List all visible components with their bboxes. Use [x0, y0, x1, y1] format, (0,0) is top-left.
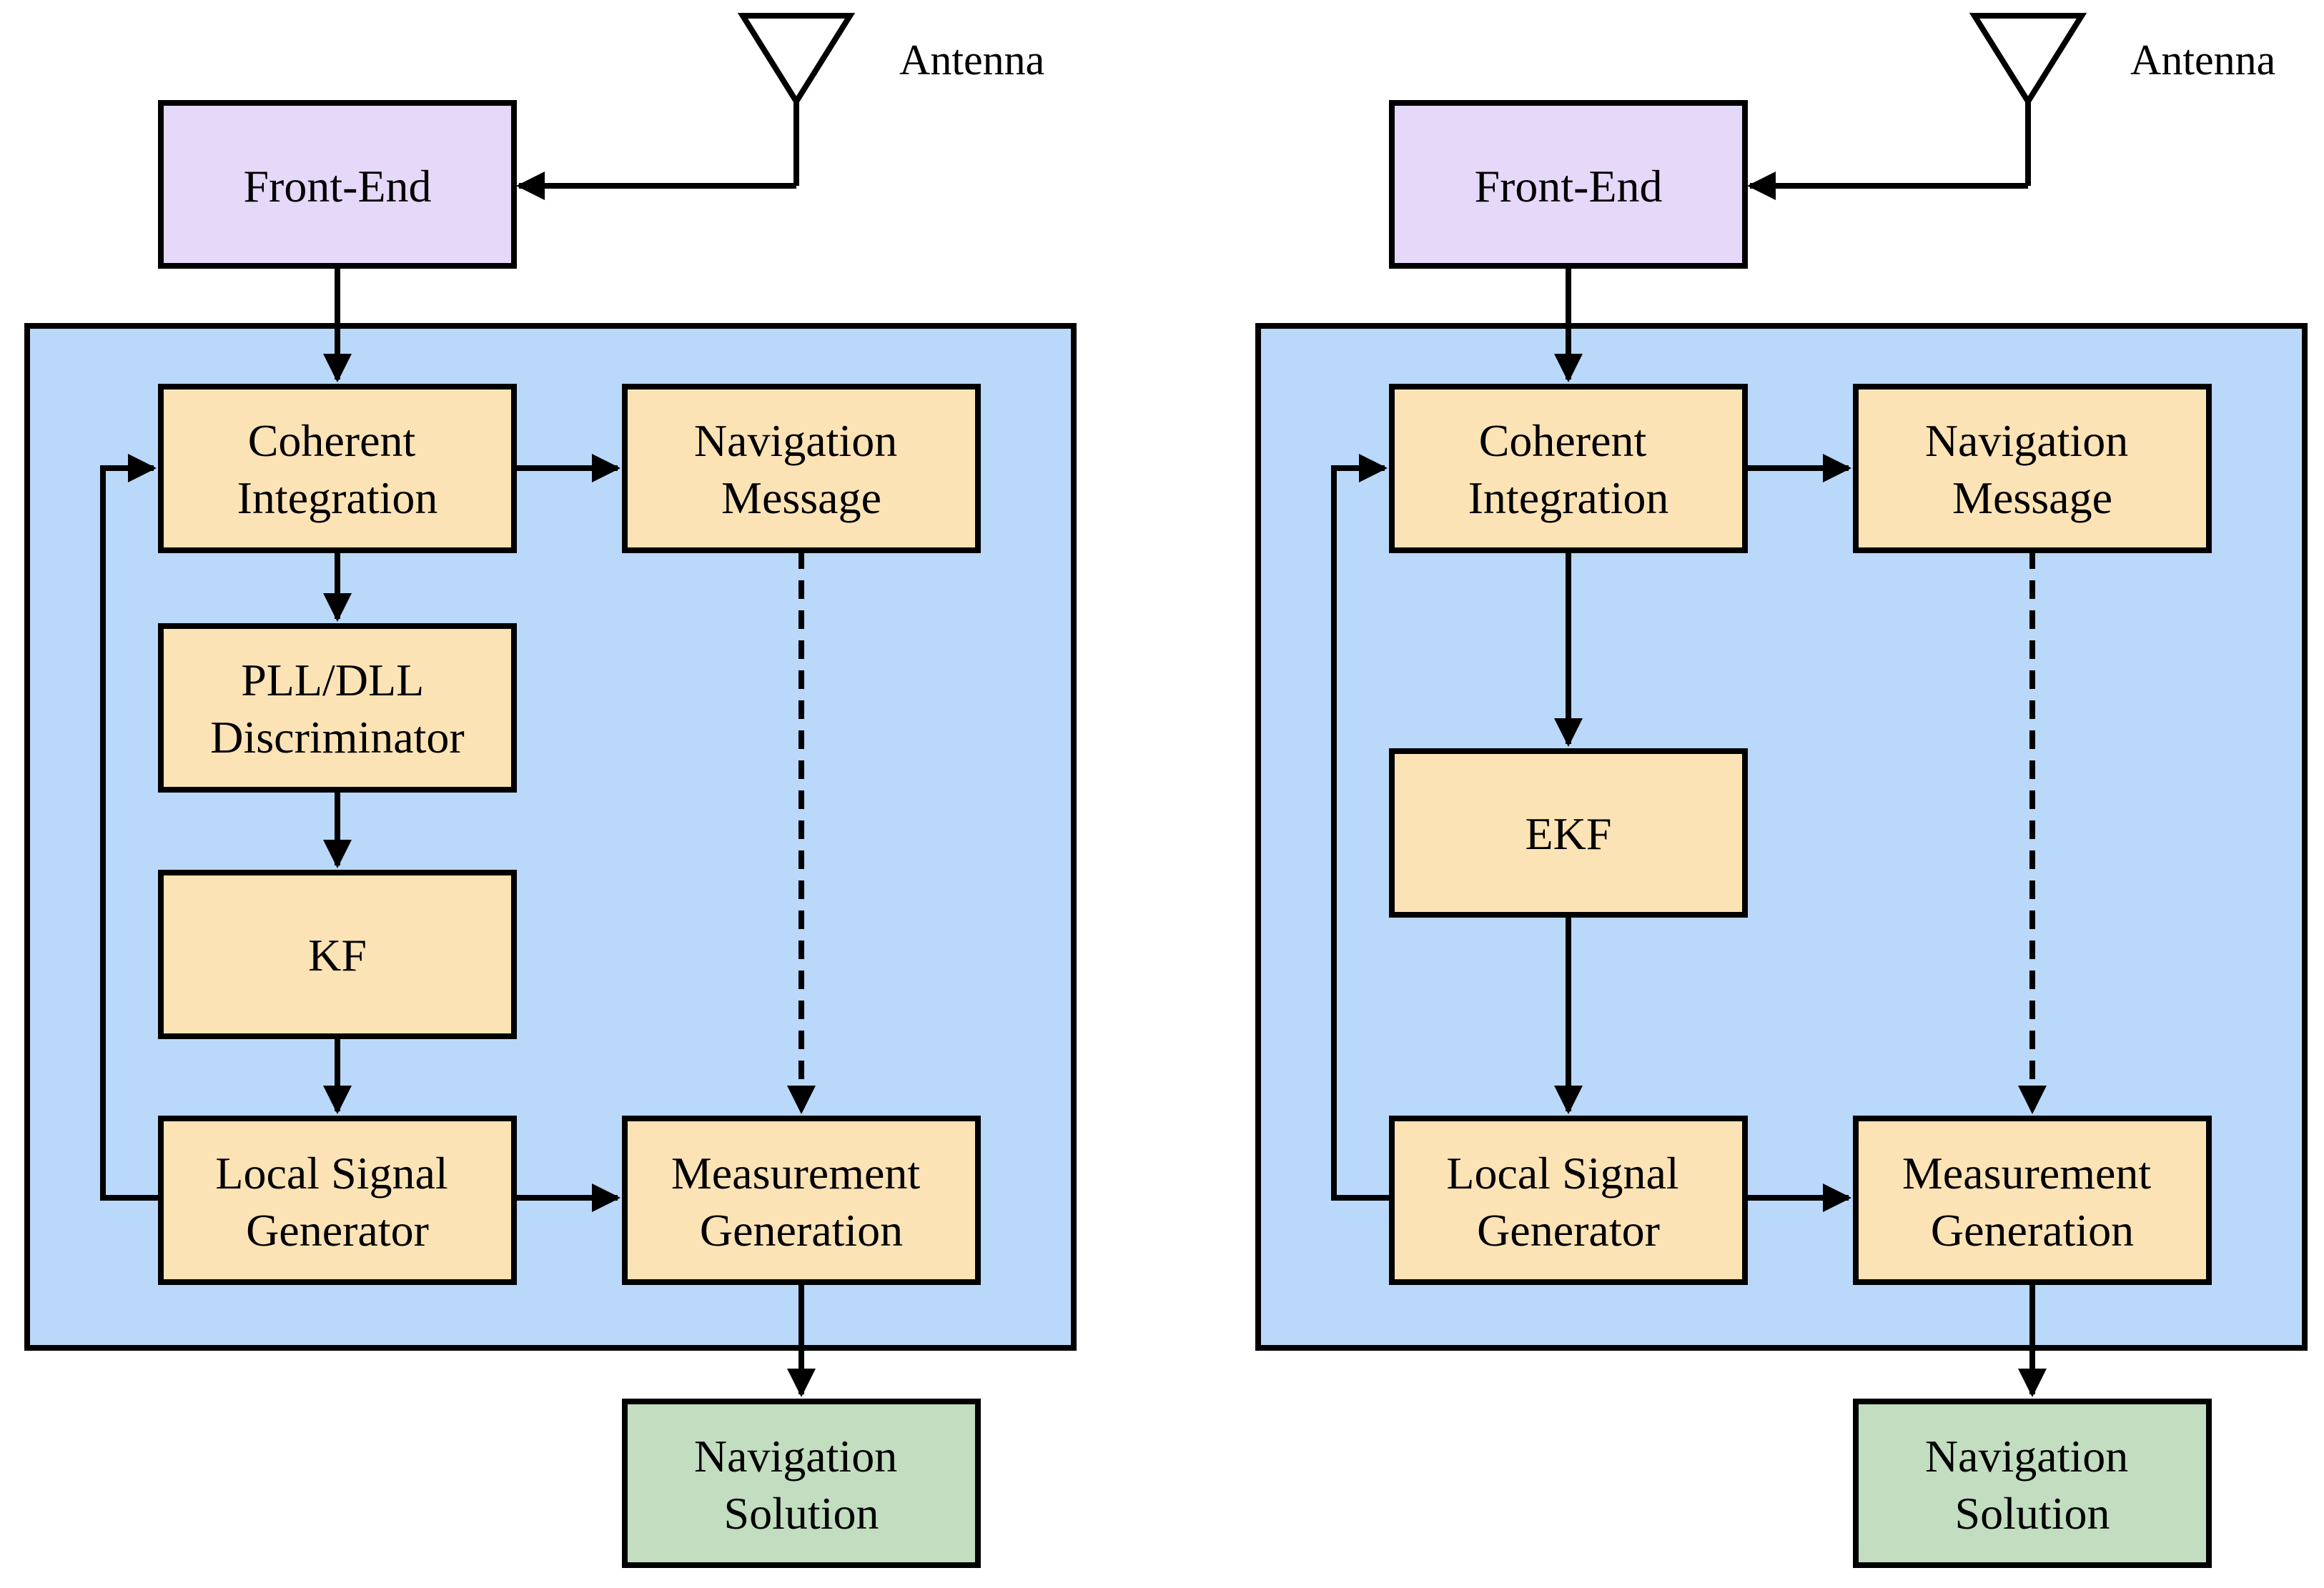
right-diagram: Antenna Front-End Coherent Integration N… — [1255, 13, 2308, 1568]
left-navigation-solution-block — [622, 1399, 981, 1568]
left-antenna-label: Antenna — [899, 36, 1044, 84]
right-navigation-solution-block — [1853, 1399, 2212, 1568]
left-arrow-feedback-lsg-to-coherent — [100, 454, 161, 1201]
left-navigation-message-label: Navigation Message — [694, 415, 909, 523]
right-ekf-block — [1389, 748, 1748, 918]
right-antenna-label: Antenna — [2130, 36, 2275, 84]
left-navigation-solution-label: Navigation Solution — [694, 1431, 909, 1539]
right-front-end-label: Front-End — [1474, 161, 1662, 212]
left-kf-label: KF — [308, 930, 367, 981]
left-kf-block — [158, 870, 517, 1039]
left-front-end-block — [158, 100, 517, 269]
left-navigation-message-block — [622, 384, 981, 553]
left-antenna-icon — [737, 13, 856, 107]
right-arrow-feedback-lsg-to-coherent — [1331, 454, 1392, 1201]
right-navigation-solution-label: Navigation Solution — [1925, 1431, 2140, 1539]
right-front-end-block — [1389, 100, 1748, 269]
left-coherent-integration-block — [158, 384, 517, 553]
right-local-signal-generator-label: Local Signal Generator — [1446, 1148, 1690, 1256]
right-local-signal-generator-block — [1389, 1116, 1748, 1285]
left-measurement-generation-block — [622, 1116, 981, 1285]
right-coherent-integration-block — [1389, 384, 1748, 553]
left-discriminator-block — [158, 623, 517, 793]
right-measurement-generation-label: Measurement Generation — [1902, 1148, 2162, 1256]
left-coherent-integration-label: Coherent Integration — [237, 415, 438, 523]
left-diagram: Antenna Front-End Coherent Integration N… — [24, 13, 1077, 1568]
right-measurement-generation-block — [1853, 1116, 2212, 1285]
left-front-end-label: Front-End — [243, 161, 431, 212]
right-navigation-message-label: Navigation Message — [1925, 415, 2140, 523]
right-navigation-message-block — [1853, 384, 2212, 553]
right-ekf-label: EKF — [1526, 808, 1612, 859]
left-discriminator-label: PLL/DLL Discriminator — [210, 655, 464, 763]
right-coherent-integration-label: Coherent Integration — [1468, 415, 1669, 523]
left-measurement-generation-label: Measurement Generation — [671, 1148, 931, 1256]
left-local-signal-generator-label: Local Signal Generator — [215, 1148, 459, 1256]
left-local-signal-generator-block — [158, 1116, 517, 1285]
right-antenna-icon — [1969, 13, 2087, 107]
